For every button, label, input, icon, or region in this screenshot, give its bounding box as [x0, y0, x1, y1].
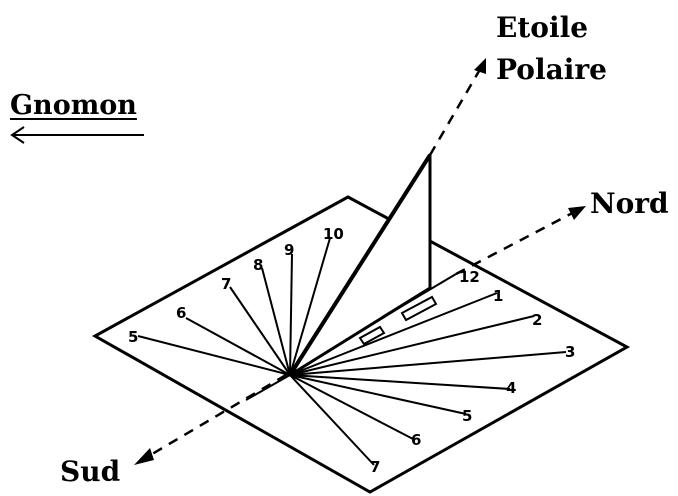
hour-line [289, 351, 567, 376]
hour-line [289, 237, 331, 376]
hour-label: 7 [370, 458, 380, 476]
hour-label: 9 [284, 241, 294, 259]
gnomon-base [358, 295, 438, 346]
gnomon-style-edge [288, 153, 432, 377]
hour-label: 6 [176, 304, 186, 322]
hour-line [289, 374, 416, 441]
hour-line [289, 292, 498, 376]
south-dashed-segment [141, 373, 287, 462]
polar-arrow-icon [474, 58, 486, 74]
hour-label: 2 [532, 311, 542, 329]
gnomon-arrow-icon [10, 126, 25, 144]
hour-label: 7 [221, 275, 231, 293]
hour-label: 5 [462, 407, 472, 425]
hour-line [229, 286, 291, 376]
label-sud: Sud [60, 455, 121, 488]
north-dashed-segment [455, 206, 583, 276]
hour-label: 3 [565, 343, 575, 361]
hour-line [289, 374, 511, 390]
dial-plate [91, 195, 631, 494]
hour-label: 5 [128, 328, 138, 346]
hour-label: 10 [323, 225, 344, 243]
hour-line [289, 253, 293, 376]
hour-label: 12 [459, 268, 480, 286]
label-nord: Nord [590, 187, 669, 220]
label-etoile: Etoile [496, 11, 589, 44]
hour-label: 4 [506, 379, 516, 397]
hour-line [289, 374, 375, 466]
south-arrow-icon [134, 448, 154, 465]
hour-lines [137, 237, 567, 466]
hour-line [137, 335, 291, 376]
north-arrow-icon [568, 206, 586, 220]
label-gnomon: Gnomon [10, 90, 137, 121]
polar-axis-dashed [428, 65, 484, 156]
hour-line [185, 317, 291, 376]
hour-line [289, 374, 467, 415]
label-polaire: Polaire [496, 53, 607, 86]
hour-line [289, 315, 535, 376]
hour-label: 6 [411, 431, 421, 449]
hour-line [261, 267, 291, 376]
hour-line [245, 374, 291, 401]
hour-label: 1 [493, 287, 503, 305]
hour-numerals: 5 6 7 8 9 10 12 1 2 3 4 5 6 7 [128, 225, 575, 476]
hour-label: 8 [253, 256, 263, 274]
